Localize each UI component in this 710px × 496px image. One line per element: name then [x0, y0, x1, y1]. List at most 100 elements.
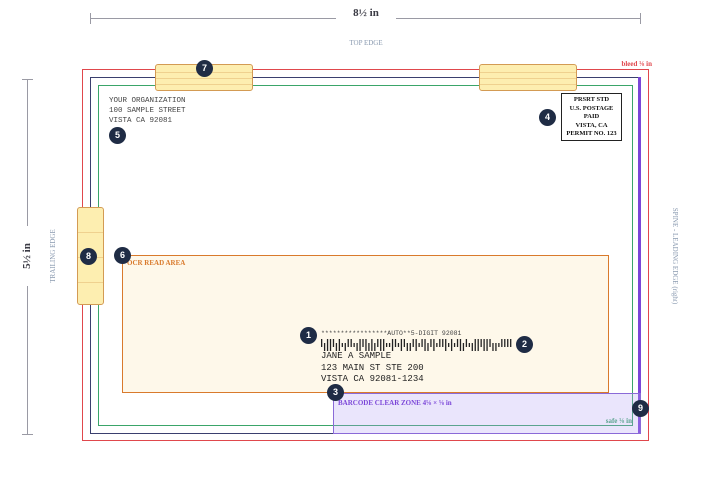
imb-bar	[338, 339, 341, 351]
imb-bar	[359, 339, 361, 351]
imb-bar	[344, 343, 346, 351]
imb-bar	[415, 339, 417, 351]
bleed-label: bleed ⅛ in	[621, 60, 652, 68]
callout-badge-5: 5	[109, 127, 126, 144]
imb-bar	[377, 339, 379, 347]
imb-bar	[383, 339, 385, 351]
imb-bar	[403, 339, 406, 347]
imb-bar	[433, 339, 435, 351]
recipient-address: JANE A SAMPLE 123 MAIN ST STE 200 VISTA …	[321, 351, 424, 386]
imb-bar	[329, 339, 332, 351]
imb-bar	[362, 339, 364, 347]
imb-bar	[498, 343, 500, 347]
recipient-name: JANE A SAMPLE	[321, 351, 392, 361]
callout-badge-2: 2	[516, 336, 533, 353]
width-dimension-label: 8½ in	[336, 7, 396, 19]
imb-bar	[483, 339, 485, 351]
indicia-line-5: PERMIT NO. 123	[566, 130, 617, 138]
imb-bar	[495, 343, 497, 351]
recipient-street: 123 MAIN ST STE 200	[321, 362, 424, 373]
imb-bar	[385, 343, 388, 347]
imb-bar	[474, 339, 476, 351]
recipient-city: VISTA CA 92081-1234	[321, 374, 424, 384]
spine-line	[638, 77, 641, 434]
imb-bar	[489, 339, 491, 347]
endorsement-line: *****************AUTO**5-DIGIT 92081	[321, 330, 462, 337]
imb-bar	[400, 339, 403, 351]
top-edge-label: TOP EDGE	[349, 39, 383, 47]
imb-bar	[380, 339, 382, 351]
imb-bar	[492, 343, 494, 351]
imb-bar	[350, 339, 352, 347]
imb-bar	[421, 339, 423, 347]
imb-bar	[510, 339, 512, 347]
imb-bar	[486, 339, 488, 351]
imb-bar	[477, 339, 479, 351]
trailing-edge-label: TRAILING EDGE	[49, 229, 57, 283]
imb-bar	[397, 343, 400, 347]
return-address-line-1: YOUR ORGANIZATION	[109, 97, 186, 105]
return-address-line-2: 100 SAMPLE STREET	[109, 107, 186, 115]
imb-bar	[341, 343, 343, 347]
imb-bar	[462, 343, 465, 351]
imb-bar	[371, 339, 373, 351]
imb-bar	[409, 343, 411, 351]
imb-bar	[394, 339, 397, 347]
callout-badge-4: 4	[539, 109, 556, 126]
callout-badge-9: 9	[632, 400, 649, 417]
imb-bar	[353, 343, 355, 347]
indicia-line-4: VISTA, CA	[575, 121, 608, 129]
imb-bar	[480, 339, 482, 347]
imb-bar	[356, 343, 358, 351]
height-dimension-tick-top	[22, 79, 33, 80]
imb-bar	[335, 343, 338, 351]
return-address-line-3: VISTA CA 92081	[109, 117, 173, 125]
width-dimension-tick-left	[90, 13, 91, 24]
imb-bar	[465, 339, 468, 347]
return-address: YOUR ORGANIZATION 100 SAMPLE STREET VIST…	[109, 96, 186, 126]
width-dimension-tick-right	[640, 13, 641, 24]
imb-bar	[332, 339, 335, 347]
imb-bar	[442, 339, 444, 347]
ocr-read-area	[122, 255, 609, 393]
imb-barcode	[321, 339, 512, 351]
imb-bar	[448, 343, 450, 347]
imb-bar	[412, 339, 414, 347]
ocr-read-area-label: OCR READ AREA	[127, 259, 186, 267]
imb-bar	[326, 339, 329, 351]
barcode-clear-zone-label: BARCODE CLEAR ZONE 4⅝ × ⅝ in	[338, 399, 452, 407]
imb-bar	[391, 339, 394, 351]
imb-bar	[450, 339, 453, 351]
indicia-line-2: U.S. POSTAGE	[569, 104, 614, 112]
imb-bar	[501, 339, 503, 347]
imb-bar	[368, 343, 370, 351]
imb-bar	[439, 339, 441, 347]
indicia-line-3: PAID	[583, 113, 600, 121]
safe-label: safe ⅛ in	[605, 417, 632, 425]
tape-tab-top-right	[479, 64, 577, 91]
callout-badge-7: 7	[196, 60, 213, 77]
imb-bar	[323, 343, 326, 351]
height-dimension-tick-bottom	[22, 434, 33, 435]
imb-bar	[388, 343, 391, 347]
imb-bar	[321, 339, 323, 347]
imb-bar	[445, 339, 447, 351]
imb-bar	[504, 339, 506, 347]
postage-indicia: PRSRT STD U.S. POSTAGE PAID VISTA, CA PE…	[561, 93, 622, 141]
callout-badge-8: 8	[80, 248, 97, 265]
imb-bar	[424, 339, 426, 351]
imb-bar	[456, 339, 459, 347]
height-dimension-label: 5½ in	[21, 226, 33, 286]
callout-badge-6: 6	[114, 247, 131, 264]
imb-bar	[471, 343, 473, 351]
imb-bar	[459, 339, 462, 351]
imb-bar	[418, 343, 420, 347]
imb-bar	[406, 343, 408, 351]
imb-bar	[436, 343, 438, 347]
spine-edge-label: SPINE - LEADING EDGE (right)	[671, 207, 679, 305]
indicia-line-1: PRSRT STD	[573, 96, 610, 103]
imb-bar	[365, 339, 367, 351]
callout-badge-3: 3	[327, 384, 344, 401]
callout-badge-1: 1	[300, 327, 317, 344]
imb-bar	[468, 343, 470, 347]
